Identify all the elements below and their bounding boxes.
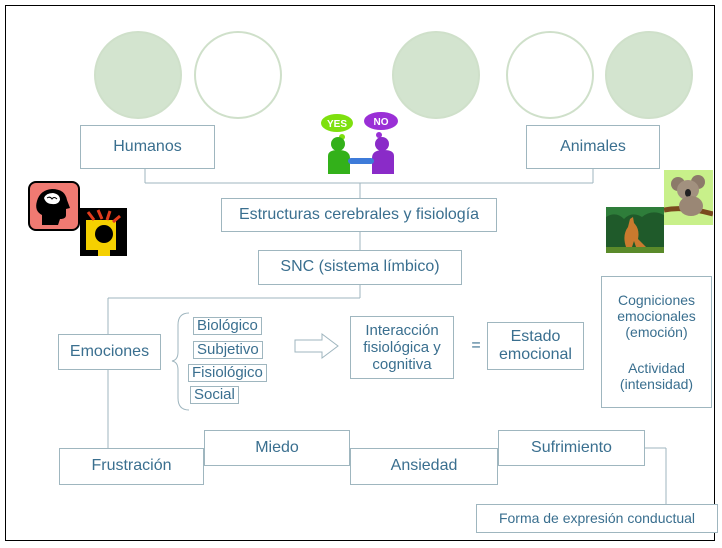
category-fisiologico: Fisiológico (188, 364, 267, 382)
miedo-label: Miedo (255, 438, 299, 456)
equals-sign: = (471, 337, 481, 354)
category-social: Social (190, 386, 239, 404)
circle-3 (392, 31, 480, 119)
emociones-box: Emociones (58, 334, 161, 370)
animales-box: Animales (526, 125, 660, 169)
interaccion-label: Interacción fisiológica y cognitiva (363, 321, 441, 374)
animales-label: Animales (560, 137, 626, 155)
yes-no-people-icon: YES NO (321, 112, 398, 174)
estructuras-label: Estructuras cerebrales y fisiología (238, 205, 480, 223)
frustracion-box: Frustración (59, 448, 204, 485)
yellow-figure-icon (80, 208, 127, 256)
kangaroo-icon (606, 207, 664, 253)
category-biologico: Biológico (193, 317, 262, 335)
circle-4 (506, 31, 594, 119)
arrow-icon (294, 333, 339, 359)
estructuras-box: Estructuras cerebrales y fisiología (221, 198, 497, 232)
interaccion-box: Interacción fisiológica y cognitiva (350, 316, 454, 379)
emociones-label: Emociones (69, 342, 150, 360)
category-subjetivo: Subjetivo (193, 341, 263, 359)
estado-box: Estado emocional (487, 322, 584, 370)
actividad-label: Actividad (intensidad) (619, 360, 694, 393)
ansiedad-label: Ansiedad (390, 457, 458, 475)
humanos-box: Humanos (80, 125, 215, 169)
circle-2 (194, 31, 282, 119)
sufrimiento-box: Sufrimiento (498, 430, 645, 466)
no-bubble-text: NO (374, 117, 389, 128)
circle-1 (94, 31, 182, 119)
categories-brace (171, 312, 190, 411)
humanos-label: Humanos (113, 137, 182, 155)
koala-icon (664, 170, 713, 225)
cogniciones-box: Cogniciones emocionales (emoción) Activi… (601, 276, 712, 408)
forma-box: Forma de expresión conductual (476, 504, 718, 533)
slide-frame (5, 5, 715, 541)
frustracion-label: Frustración (91, 457, 172, 475)
forma-label: Forma de expresión conductual (498, 510, 696, 527)
estado-label: Estado emocional (499, 327, 572, 363)
ansiedad-box: Ansiedad (350, 448, 498, 485)
cogniciones-label: Cogniciones emocionales (emoción) (617, 291, 696, 340)
yes-bubble-text: YES (327, 119, 347, 130)
circle-5 (605, 31, 693, 119)
sufrimiento-label: Sufrimiento (531, 438, 612, 456)
miedo-box: Miedo (204, 430, 350, 466)
snc-label: SNC (sistema límbico) (280, 258, 440, 276)
brain-head-icon (28, 181, 80, 231)
snc-box: SNC (sistema límbico) (258, 250, 462, 285)
